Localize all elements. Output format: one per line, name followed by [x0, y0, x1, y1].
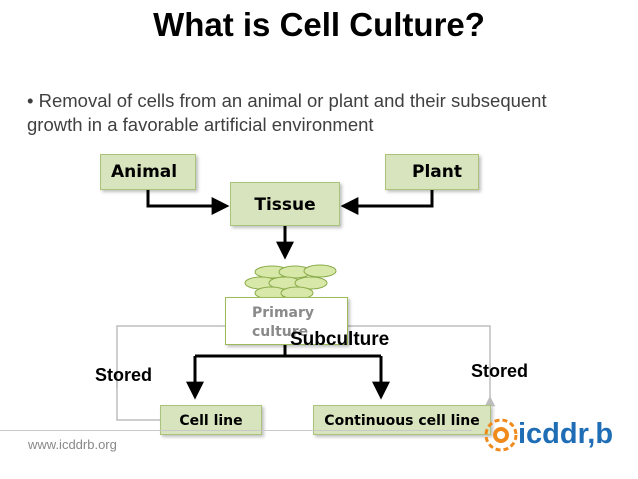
footer-divider — [0, 430, 472, 431]
footer-url: www.icddrb.org — [28, 437, 117, 452]
icddrb-logo-text: icddr,b — [518, 418, 613, 451]
animal-box: Animal — [100, 154, 196, 190]
tissue-box: Tissue — [230, 182, 340, 226]
plant-box: Plant — [385, 154, 479, 190]
arrow-plant-tissue — [344, 190, 432, 206]
stored-left-label: Stored — [95, 365, 152, 386]
stored-right-label: Stored — [471, 361, 528, 382]
primary-line1: Primary — [252, 304, 347, 323]
arrow-animal-tissue — [148, 190, 226, 206]
icddrb-logo-icon — [484, 418, 518, 452]
subculture-label: Subculture — [290, 329, 389, 351]
cell-cluster — [245, 265, 336, 299]
